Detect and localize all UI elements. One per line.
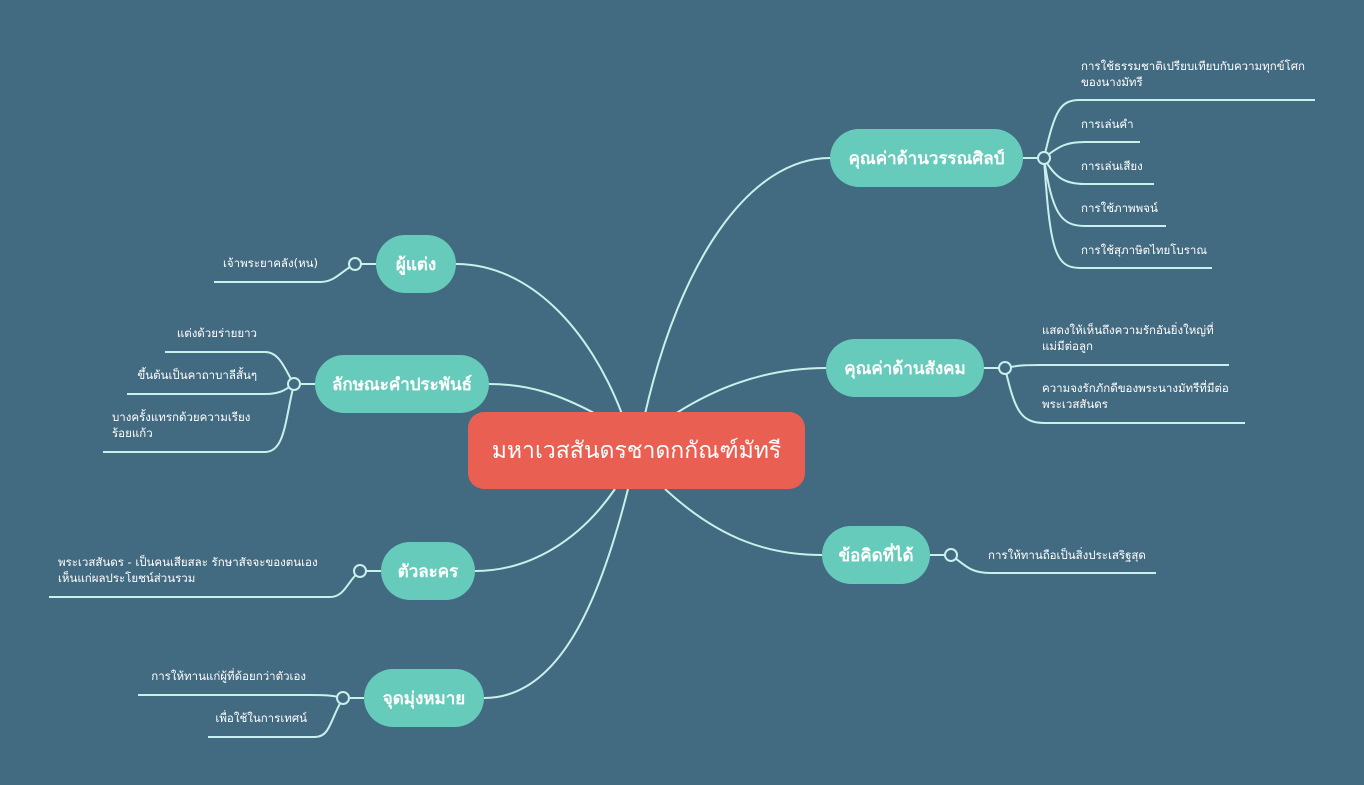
leaf-pali-opening[interactable]: ขึ้นต้นเป็นคาถาบาลีสั้นๆ xyxy=(137,368,257,382)
branch-verse-form[interactable]: ลักษณะคำประพันธ์ xyxy=(315,355,489,413)
leaf-figures-of-speech[interactable]: การใช้ภาพพจน์ xyxy=(1081,201,1158,215)
leaf-wordplay[interactable]: การเล่นคำ xyxy=(1081,117,1134,131)
leaf-nature-comparison[interactable]: การใช้ธรรมชาติเปรียบเทียบกับความทุกข์โศก… xyxy=(1081,59,1305,89)
leaf-sermon-use[interactable]: เพื่อใช้ในการเทศน์ xyxy=(215,711,307,725)
leaf-vessantara-character[interactable]: พระเวสสันดร - เป็นคนเสียสละ รักษาสัจจะขอ… xyxy=(58,555,318,585)
leaf-mother-love[interactable]: แสดงให้เห็นถึงความรักอันยิ่งใหญ่ที่ แม่ม… xyxy=(1042,323,1214,353)
leaf-prose-insert[interactable]: บางครั้งแทรกด้วยความเรียง ร้อยแก้ว xyxy=(112,410,251,440)
leaf-giving-to-lesser[interactable]: การให้ทานแก่ผู้ที่ด้อยกว่าตัวเอง xyxy=(151,669,306,683)
leaf-sound-play[interactable]: การเล่นเสียง xyxy=(1081,159,1143,173)
branch-characters[interactable]: ตัวละคร xyxy=(381,542,475,600)
branch-lessons[interactable]: ข้อคิดที่ได้ xyxy=(822,526,930,584)
leaf-giving-best[interactable]: การให้ทานถือเป็นสิ่งประเสริฐสุด xyxy=(988,548,1146,562)
branch-purpose[interactable]: จุดมุ่งหมาย xyxy=(364,669,484,727)
leaf-loyalty[interactable]: ความจงรักภักดีของพระนางมัทรีที่มีต่อ พระ… xyxy=(1042,381,1229,411)
branch-literary-value[interactable]: คุณค่าด้านวรรณศิลป์ xyxy=(830,129,1023,187)
leaf-rai-yao[interactable]: แต่งด้วยร่ายยาว xyxy=(176,326,257,340)
branch-social-value[interactable]: คุณค่าด้านสังคม xyxy=(826,339,984,397)
leaf-author-name[interactable]: เจ้าพระยาคลัง(หน) xyxy=(222,256,318,270)
central-topic[interactable]: มหาเวสสันดรชาดกกัณฑ์มัทรี xyxy=(468,412,805,489)
branch-author[interactable]: ผู้แต่ง xyxy=(376,235,456,293)
leaf-old-proverbs[interactable]: การใช้สุภาษิตไทยโบราณ xyxy=(1081,243,1208,257)
